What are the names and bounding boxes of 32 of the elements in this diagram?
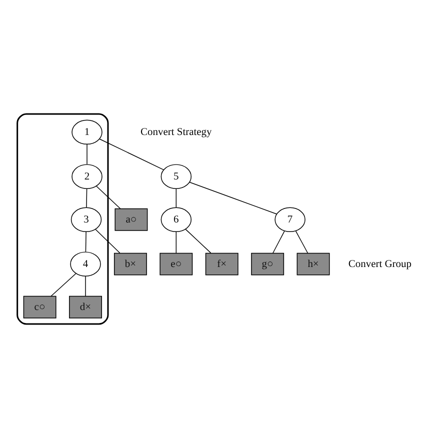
connector bbox=[85, 276, 86, 296]
connector bbox=[295, 230, 308, 253]
node-ellipse: 3 bbox=[70, 206, 102, 232]
label: Convert Strategy bbox=[140, 126, 212, 138]
connector bbox=[99, 138, 164, 170]
connector bbox=[50, 272, 76, 296]
node-box: a○ bbox=[114, 208, 148, 230]
connector bbox=[95, 228, 120, 253]
connector bbox=[189, 181, 277, 214]
label: Convert Group bbox=[348, 258, 412, 270]
node-ellipse: 2 bbox=[72, 164, 102, 188]
node-ellipse: 1 bbox=[72, 119, 102, 144]
node-box: e○ bbox=[160, 252, 193, 275]
node-box: b× bbox=[114, 252, 147, 275]
cluster bbox=[16, 112, 109, 324]
node-box: f× bbox=[205, 252, 238, 275]
node-box: g○ bbox=[251, 252, 284, 275]
connector bbox=[176, 231, 177, 253]
node-box: d× bbox=[69, 295, 102, 318]
connector bbox=[272, 230, 285, 253]
connector bbox=[185, 228, 212, 253]
node-box: c○ bbox=[23, 295, 56, 318]
connector bbox=[85, 231, 86, 252]
node-ellipse: 5 bbox=[160, 164, 192, 188]
node-ellipse: 6 bbox=[160, 206, 192, 232]
node-ellipse: 7 bbox=[274, 206, 306, 232]
connector bbox=[86, 188, 88, 208]
connector bbox=[176, 188, 177, 208]
node-box: h× bbox=[296, 252, 330, 275]
connector bbox=[96, 185, 121, 209]
node-ellipse: 4 bbox=[70, 251, 101, 276]
connector bbox=[86, 144, 88, 164]
